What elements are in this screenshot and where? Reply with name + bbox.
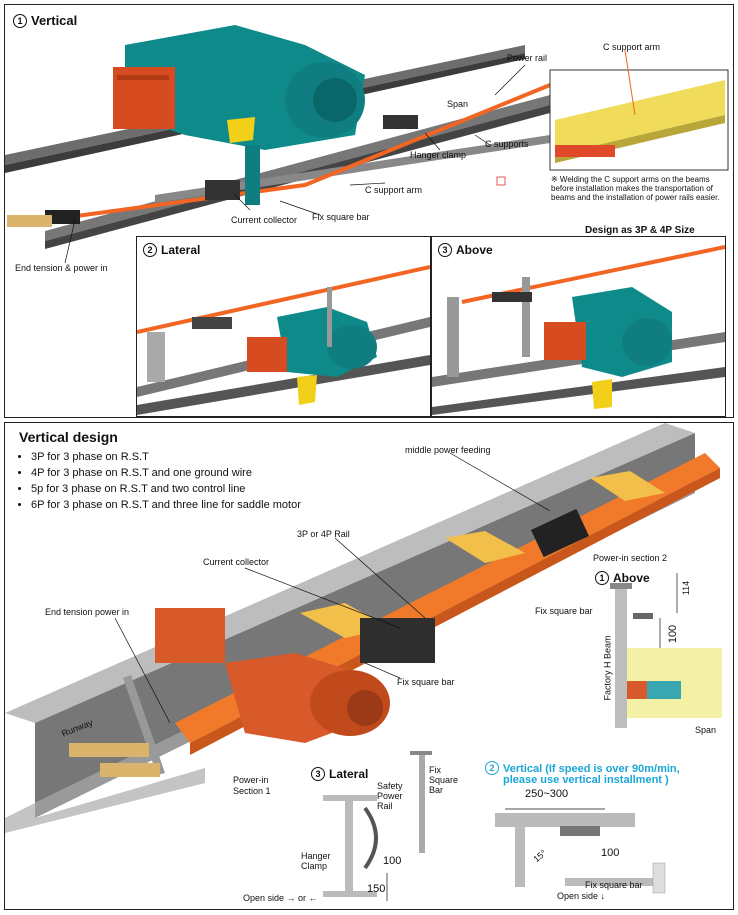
bullet-item: 6P for 3 phase on R.S.T and three line f… [31, 499, 301, 511]
detail-lateral-hanger-1: Hanger [301, 851, 331, 861]
label-end-tension: End tension & power in [15, 263, 108, 273]
panel-vertical-design: Vertical design 3P for 3 phase on R.S.T … [4, 422, 734, 910]
detail-lateral-safety-2: Power [377, 791, 403, 801]
detail-vertical-dim-100: 100 [601, 847, 620, 859]
label-span: Span [447, 99, 469, 109]
detail-above-title-text: Above [613, 571, 650, 585]
inset-note: ※ Welding the C support arms on the beam… [551, 175, 720, 202]
vertical-title: 1 Vertical [13, 13, 77, 28]
label-c-support-arm: C support arm [365, 185, 423, 195]
above-illustration [432, 245, 725, 415]
detail-lateral-fix-3: Bar [429, 785, 444, 795]
label-current-collector: Current collector [231, 215, 298, 225]
vertical-design-bullets: 3P for 3 phase on R.S.T 4P for 3 phase o… [19, 451, 301, 515]
detail-vertical-line2: please use vertical installment ) [503, 774, 669, 786]
label-middle-power-feeding: middle power feeding [405, 445, 491, 455]
detail-vertical-open-side: Open side ↓ [557, 891, 606, 901]
detail-vertical-dim-range: 250~300 [525, 788, 569, 800]
vertical-design-illustration [5, 423, 722, 901]
above-title: 3 Above [438, 243, 493, 257]
detail-above-dim-100: 100 [667, 624, 680, 644]
panel-above: 3 Above [431, 236, 726, 417]
vertical-design-title: Vertical design [19, 429, 118, 445]
label-rail-3p4p: 3P or 4P Rail [297, 529, 350, 539]
detail-lateral-fix-1: Fix [429, 765, 441, 775]
panel-lateral: 2 Lateral [136, 236, 431, 417]
detail-above-title: 1 Above [595, 571, 650, 585]
bullet-item: 3P for 3 phase on R.S.T [31, 451, 301, 463]
bullet-item: 5p for 3 phase on R.S.T and two control … [31, 483, 301, 495]
detail-lateral-dim-100: 100 [383, 855, 402, 867]
above-title-text: Above [456, 243, 493, 257]
above-number: 3 [438, 243, 452, 257]
vertical-illustration [5, 25, 729, 264]
label-power-rail: Power rail [507, 53, 548, 63]
bullet-item: 4P for 3 phase on R.S.T and one ground w… [31, 467, 301, 479]
detail-vertical-line1: 2 Vertical (If speed is over 90m/min, [485, 761, 680, 775]
detail-lateral-hanger-2: Clamp [301, 861, 328, 871]
detail-above-span: Span [695, 725, 717, 735]
label-fix-square-bar: Fix square bar [397, 677, 455, 687]
detail-lateral-open-side: Open side → or ← [243, 893, 318, 903]
label-power-in-1a: Power-in [233, 775, 269, 785]
detail-above-number: 1 [595, 571, 609, 585]
detail-vertical-fix-square-bar: Fix square bar [585, 880, 643, 890]
label-end-tension-power-in: End tension power in [45, 607, 130, 617]
detail-lateral-fix-2: Square [429, 775, 459, 785]
detail-vertical-number: 2 [485, 761, 499, 775]
inset-label-c-support-arm: C support arm [603, 42, 661, 52]
label-power-in-1b: Section 1 [233, 786, 271, 796]
detail-above-factory-beam: Factory H Beam [602, 635, 613, 701]
lateral-illustration [137, 265, 430, 415]
detail-lateral-title: 3 Lateral [311, 767, 368, 781]
lateral-number: 2 [143, 243, 157, 257]
label-power-in-2: Power-in section 2 [593, 553, 668, 563]
label-fix-square-bar: Fix square bar [312, 212, 370, 222]
detail-lateral-safety-3: Rail [377, 801, 393, 811]
label-current-collector: Current collector [203, 557, 270, 567]
detail-vertical-line1-text: Vertical (If speed is over 90m/min, [503, 763, 680, 775]
detail-lateral-safety-1: Safety [377, 781, 403, 791]
design-size-label: Design as 3P & 4P Size [585, 225, 695, 236]
vertical-title-text: Vertical [31, 13, 78, 28]
detail-above-dim-114: 114 [681, 580, 692, 596]
detail-lateral-title-text: Lateral [329, 767, 369, 781]
panel-vertical: 1 Vertical Power rail Span Hanger clamp C… [4, 4, 734, 418]
label-c-supports: C supports [485, 139, 529, 149]
vertical-number: 1 [13, 14, 27, 28]
lateral-title-text: Lateral [161, 243, 201, 257]
detail-above-fix-square-bar: Fix square bar [535, 606, 593, 616]
lateral-title: 2 Lateral [143, 243, 200, 257]
label-hanger-clamp: Hanger clamp [410, 150, 467, 160]
detail-lateral-number: 3 [311, 767, 325, 781]
detail-lateral-dim-150: 150 [367, 883, 386, 895]
